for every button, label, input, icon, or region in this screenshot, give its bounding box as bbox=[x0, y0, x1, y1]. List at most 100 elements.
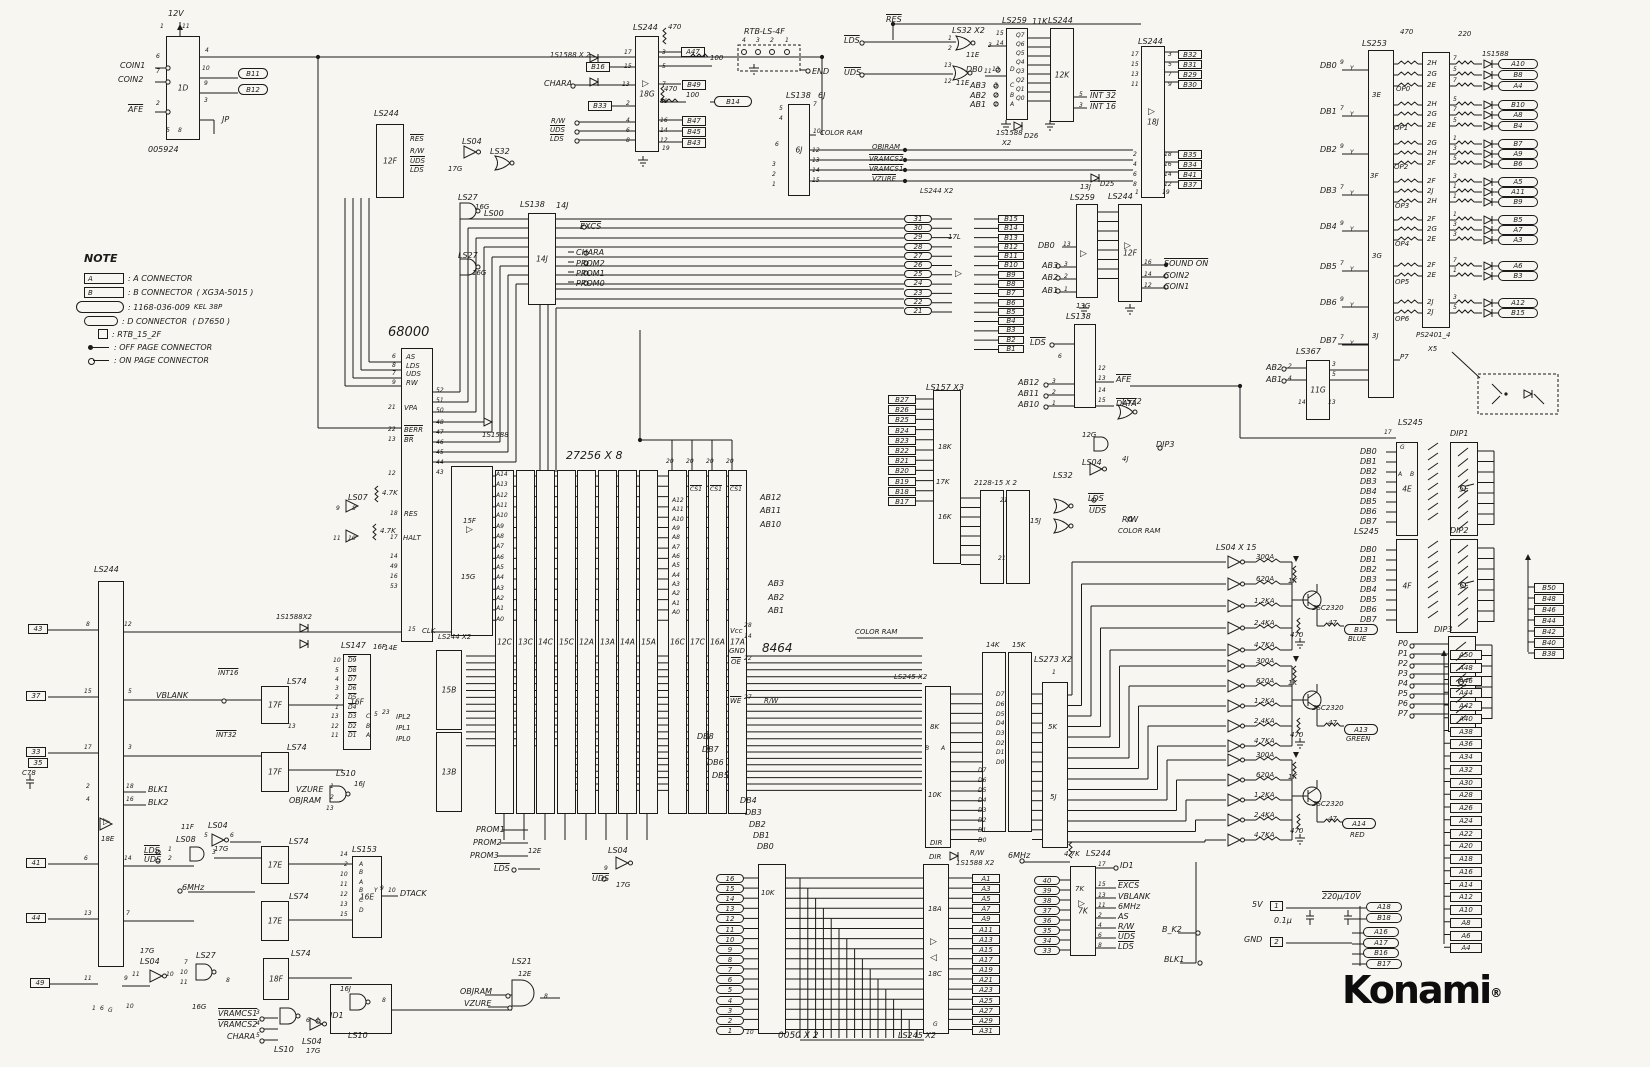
label-a10: A10 bbox=[496, 512, 508, 519]
label-17g: 17G bbox=[214, 845, 229, 853]
label-ls244: LS244 bbox=[1048, 16, 1073, 25]
ic-16f: 16F bbox=[343, 654, 371, 750]
label-a7: A7 bbox=[672, 544, 680, 551]
ic-designator: 17F bbox=[268, 700, 282, 710]
label-ab2: AB2 bbox=[1266, 363, 1283, 372]
io-pin-number: 5 bbox=[1453, 117, 1457, 124]
label-op5: OP5 bbox=[1395, 278, 1410, 286]
label-13: 13 bbox=[388, 436, 396, 443]
label-3: 3 bbox=[756, 37, 760, 44]
label-ls245-x2: LS245 X2 bbox=[898, 1031, 936, 1040]
label-ls21: LS21 bbox=[512, 957, 532, 966]
ic-x bbox=[982, 652, 1006, 832]
io-pin-number: 5 bbox=[1453, 304, 1457, 311]
label-20: 20 bbox=[666, 458, 674, 465]
label-11: 11 bbox=[180, 979, 188, 986]
label-48: 48 bbox=[436, 419, 444, 426]
io-pin-number: 3 bbox=[1453, 173, 1457, 180]
connector-a38: A38 bbox=[1450, 726, 1482, 737]
label-17: 17 bbox=[390, 534, 398, 541]
connector-21: 21 bbox=[904, 307, 932, 315]
label-1: 1 bbox=[772, 181, 776, 188]
connector-b12: B12 bbox=[238, 84, 268, 95]
ic-12f: 12F bbox=[1118, 204, 1142, 302]
io-pin-2h: 2H bbox=[1427, 100, 1437, 108]
label-15: 15 bbox=[624, 63, 632, 70]
label-q0: Q0 bbox=[1016, 95, 1025, 102]
label-y: Y bbox=[1350, 266, 1354, 273]
label-ls157-x3: LS157 X3 bbox=[926, 383, 964, 392]
label-46: 46 bbox=[436, 439, 444, 446]
label-op2: OP2 bbox=[1394, 163, 1409, 171]
label-a11: A11 bbox=[496, 502, 508, 509]
label-ls138: LS138 bbox=[786, 91, 811, 100]
connector-a30: A30 bbox=[1450, 777, 1482, 788]
label-21: 21 bbox=[998, 555, 1006, 562]
label-7: 7 bbox=[1168, 71, 1172, 78]
label-ipl1: IPL1 bbox=[396, 724, 411, 732]
label-6mhz: 6MHz bbox=[1118, 902, 1141, 911]
label-44: 44 bbox=[436, 459, 444, 466]
label-4: 4 bbox=[1288, 375, 1292, 382]
io-pin-number: 3 bbox=[1453, 145, 1457, 152]
label-4-7k: 4.7K bbox=[382, 489, 398, 497]
label-2sc2320: 2SC2320 bbox=[1312, 604, 1344, 612]
label-cs1: CS1 bbox=[730, 486, 742, 493]
label-1s1588x2: 1S1588X2 bbox=[276, 613, 312, 621]
io-pin-number: 5 bbox=[1453, 96, 1457, 103]
label-end: END bbox=[812, 67, 830, 76]
io-pin-2h: 2H bbox=[1427, 197, 1437, 205]
label-ab1: AB1 bbox=[970, 100, 987, 109]
label-dip3: DIP3 bbox=[1434, 625, 1453, 634]
label-ab2: AB2 bbox=[768, 593, 785, 602]
label-7: 7 bbox=[813, 101, 817, 108]
label-17l: 17L bbox=[948, 233, 961, 241]
connector-a11: A11 bbox=[972, 925, 1000, 934]
label-49: 49 bbox=[390, 563, 398, 570]
connector-a44: A44 bbox=[1450, 688, 1482, 699]
label-12: 12 bbox=[124, 621, 132, 628]
label-16f: 16F bbox=[373, 643, 386, 651]
label-2: 2 bbox=[1098, 912, 1102, 919]
connector-6: 6 bbox=[716, 975, 744, 984]
label-15: 15 bbox=[996, 30, 1004, 37]
connector-b38: B38 bbox=[1534, 649, 1564, 659]
connector-36: 36 bbox=[1034, 916, 1060, 925]
connector-b18: B18 bbox=[888, 487, 916, 496]
label-ls10: LS10 bbox=[348, 1031, 368, 1040]
connector-b6: B6 bbox=[998, 299, 1024, 307]
label-470: 470 bbox=[1290, 827, 1304, 835]
label-620a: 620A bbox=[1256, 771, 1275, 779]
label-d5: D5 bbox=[978, 787, 987, 794]
label-9: 9 bbox=[1340, 59, 1344, 66]
connector-b48: B48 bbox=[1534, 594, 1564, 604]
label-db3: DB3 bbox=[1360, 575, 1377, 584]
label-1: 1 bbox=[335, 704, 339, 711]
label-5: 5 bbox=[662, 63, 666, 70]
connector-35: 35 bbox=[1034, 926, 1060, 935]
label-9: 9 bbox=[392, 379, 396, 386]
ic-x bbox=[1042, 682, 1068, 848]
label-db5: DB5 bbox=[712, 771, 729, 780]
label-12: 12 bbox=[944, 78, 952, 85]
io-pin-number: 7 bbox=[1453, 77, 1457, 84]
label-17g: 17G bbox=[306, 1047, 321, 1055]
ic-18g: 18G bbox=[635, 36, 659, 152]
connector-10: 10 bbox=[716, 935, 744, 944]
label-20: 20 bbox=[726, 458, 734, 465]
connector-a40: A40 bbox=[1450, 713, 1482, 724]
ic-designator: 1D bbox=[177, 83, 189, 93]
ic-5e: 5E bbox=[1450, 442, 1478, 536]
connector-a4: A4 bbox=[1498, 81, 1538, 91]
label-d8: D8 bbox=[348, 667, 357, 674]
label-1-2ka: 1.2KA bbox=[1254, 697, 1275, 705]
label-7: 7 bbox=[1340, 334, 1344, 341]
connector-b19: B19 bbox=[888, 477, 916, 486]
label-d1: D1 bbox=[978, 827, 987, 834]
label-a: A bbox=[359, 861, 364, 868]
label-14k: 14K bbox=[986, 641, 1000, 649]
ic-x bbox=[1076, 204, 1098, 298]
connector-b23: B23 bbox=[888, 436, 916, 445]
connector-b45: B45 bbox=[682, 127, 706, 137]
